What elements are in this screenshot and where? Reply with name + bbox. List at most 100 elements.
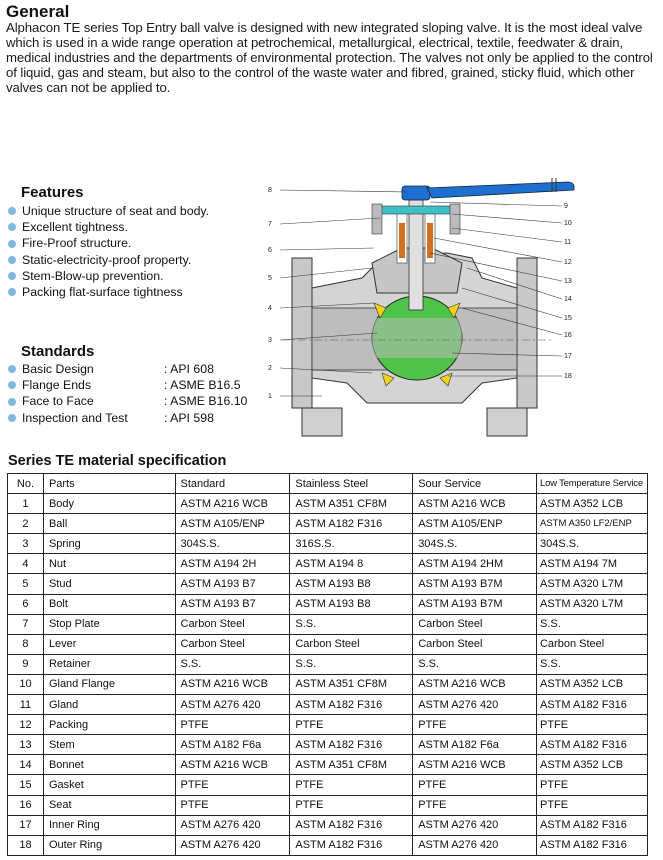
lever — [401, 178, 575, 201]
bullet-icon — [8, 223, 16, 232]
header-sour-service: Sour Service — [412, 472, 537, 495]
standard-item: Basic Design: API 608 — [8, 361, 247, 377]
cell-sour-service: ASTM A216 WCB — [412, 493, 537, 515]
cell-sour-service: PTFE — [412, 774, 537, 796]
cell-standard: ASTM A276 420 — [174, 694, 291, 716]
cell-stainless-steel: PTFE — [289, 714, 414, 736]
cell-low-temperature: Carbon Steel — [535, 633, 649, 655]
cell-sour-service: Carbon Steel — [412, 633, 537, 655]
cell-standard: ASTM A216 WCB — [174, 493, 291, 515]
cell-low-temperature: PTFE — [535, 794, 649, 816]
callout-label: 4 — [268, 305, 272, 312]
cell-low-temperature: ASTM A182 F316 — [535, 694, 649, 716]
cell-standard: Carbon Steel — [174, 613, 291, 635]
cell-stainless-steel: ASTM A182 F316 — [289, 734, 414, 756]
cell-low-temperature: ASTM A352 LCB — [535, 493, 649, 515]
bullet-icon — [8, 239, 16, 248]
feature-item: Stem-Blow-up prevention. — [8, 268, 209, 284]
cell-part: Stop Plate — [42, 613, 176, 635]
cell-no: 10 — [7, 673, 44, 696]
cell-stainless-steel: ASTM A182 F316 — [289, 694, 414, 716]
feature-item: Excellent tightness. — [8, 219, 209, 235]
cell-standard: 304S.S. — [174, 533, 291, 555]
cell-standard: ASTM A216 WCB — [174, 673, 291, 696]
cell-stainless-steel: PTFE — [289, 794, 414, 816]
cell-low-temperature: ASTM A320 L7M — [535, 573, 649, 595]
callout-label: 9 — [564, 203, 568, 210]
header-standard: Standard — [174, 472, 291, 495]
cell-part: Body — [42, 493, 176, 515]
cell-low-temperature: ASTM A320 L7M — [535, 593, 649, 615]
cell-sour-service: 304S.S. — [412, 533, 537, 555]
feature-item: Static-electricity-proof property. — [8, 252, 209, 268]
cell-standard: ASTM A276 420 — [174, 814, 291, 836]
general-description: Alphacon TE series Top Entry ball valve … — [6, 20, 653, 95]
cell-stainless-steel: S.S. — [289, 613, 414, 635]
bullet-icon — [8, 381, 16, 390]
callout-label: 11 — [564, 239, 571, 246]
bullet-icon — [8, 365, 16, 374]
cell-low-temperature: ASTM A194 7M — [535, 553, 649, 575]
cell-low-temperature: ASTM A352 LCB — [535, 673, 649, 696]
cell-sour-service: ASTM A105/ENP — [412, 513, 537, 535]
cell-standard: S.S. — [174, 653, 291, 675]
cell-no: 15 — [7, 774, 44, 796]
cell-standard: ASTM A105/ENP — [174, 513, 291, 535]
cell-low-temperature: ASTM A350 LF2/ENP — [535, 513, 649, 535]
callout-labels: 1 2 3 4 5 6 7 8 9 10 11 12 13 14 15 16 1… — [268, 187, 572, 400]
cell-no: 9 — [7, 653, 44, 675]
cell-part: Ball — [42, 513, 176, 535]
header-parts: Parts — [42, 472, 176, 495]
cell-sour-service: ASTM A276 420 — [412, 694, 537, 716]
cell-stainless-steel: ASTM A182 F316 — [289, 513, 414, 535]
callout-label: 1 — [268, 393, 272, 400]
cell-sour-service: ASTM A276 420 — [412, 834, 537, 856]
cell-standard: PTFE — [174, 794, 291, 816]
bonnet-and-stem — [371, 199, 463, 311]
cell-part: Inner Ring — [42, 814, 176, 836]
cell-standard: ASTM A193 B7 — [174, 593, 291, 615]
cell-sour-service: Carbon Steel — [412, 613, 537, 635]
cell-part: Bonnet — [42, 754, 176, 776]
cell-standard: PTFE — [174, 714, 291, 736]
callout-label: 10 — [564, 220, 572, 227]
cell-stainless-steel: ASTM A351 CF8M — [289, 493, 414, 515]
cell-no: 17 — [7, 814, 44, 836]
cell-part: Nut — [42, 553, 176, 575]
cell-part: Gland Flange — [42, 673, 176, 696]
cell-sour-service: S.S. — [412, 653, 537, 675]
callout-label: 3 — [268, 337, 272, 344]
feature-item: Fire-Proof structure. — [8, 235, 209, 251]
standard-item: Inspection and Test: API 598 — [8, 410, 247, 426]
cell-no: 7 — [7, 613, 44, 635]
spec-table-title: Series TE material specification — [8, 453, 227, 469]
cell-stainless-steel: Carbon Steel — [289, 633, 414, 655]
callout-label: 17 — [564, 353, 572, 360]
cell-no: 12 — [7, 714, 44, 736]
cell-no: 8 — [7, 633, 44, 655]
cell-sour-service: PTFE — [412, 794, 537, 816]
cell-part: Lever — [42, 633, 176, 655]
cell-standard: ASTM A194 2H — [174, 553, 291, 575]
header-no: No. — [7, 472, 44, 495]
cell-sour-service: ASTM A216 WCB — [412, 754, 537, 776]
cell-low-temperature: ASTM A182 F316 — [535, 834, 649, 856]
cell-low-temperature: ASTM A352 LCB — [535, 754, 649, 776]
feature-item: Packing flat-surface tightness — [8, 284, 209, 300]
cell-standard: ASTM A216 WCB — [174, 754, 291, 776]
general-title: General — [6, 2, 70, 21]
cell-stainless-steel: ASTM A182 F316 — [289, 834, 414, 856]
header-low-temperature-service: Low Temperature Service — [535, 472, 649, 495]
